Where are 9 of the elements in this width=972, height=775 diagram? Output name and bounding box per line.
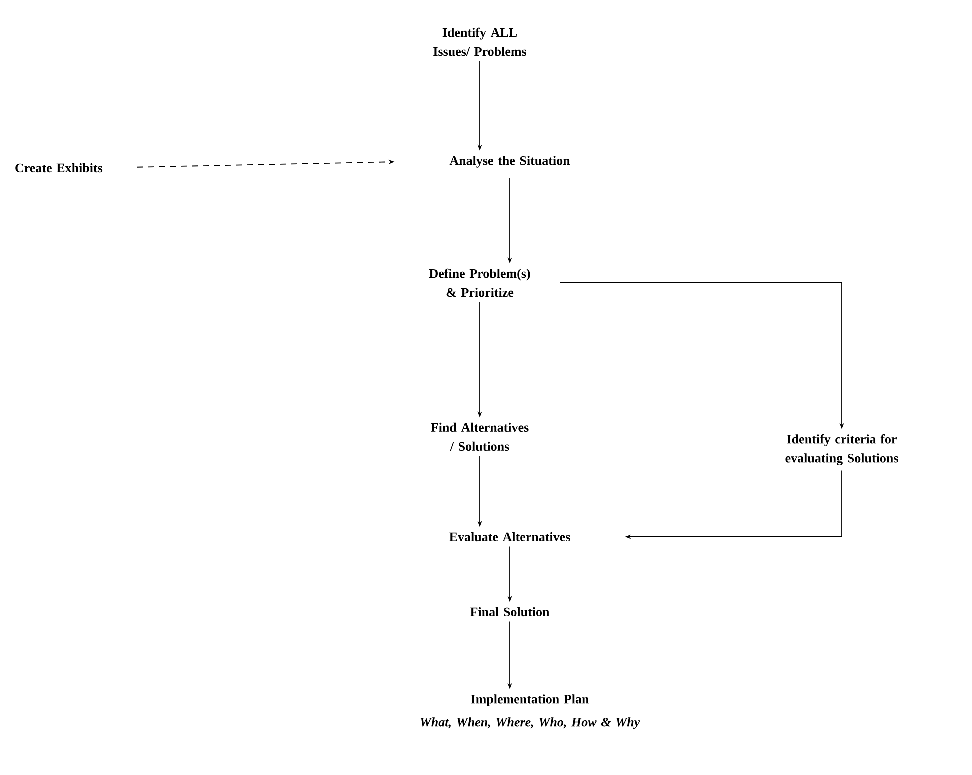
step-text: Analyse the Situation — [450, 156, 570, 168]
step-text: Implementation Plan What, When, Where, Who, How & Why — [420, 694, 640, 730]
step-text: Create Exhibits — [16, 163, 103, 173]
step-text: Identify ALL Issues/ Problems — [434, 28, 527, 56]
step-text: Final Solution — [470, 607, 550, 617]
step-text: Identify criteria for evaluating Solutions — [786, 434, 898, 466]
step-text: Define Problem(s) & Prioritize — [429, 268, 530, 298]
step-text: Evaluate Alternatives — [450, 532, 570, 542]
step-text: Find Alternatives / Solutions — [431, 422, 529, 452]
